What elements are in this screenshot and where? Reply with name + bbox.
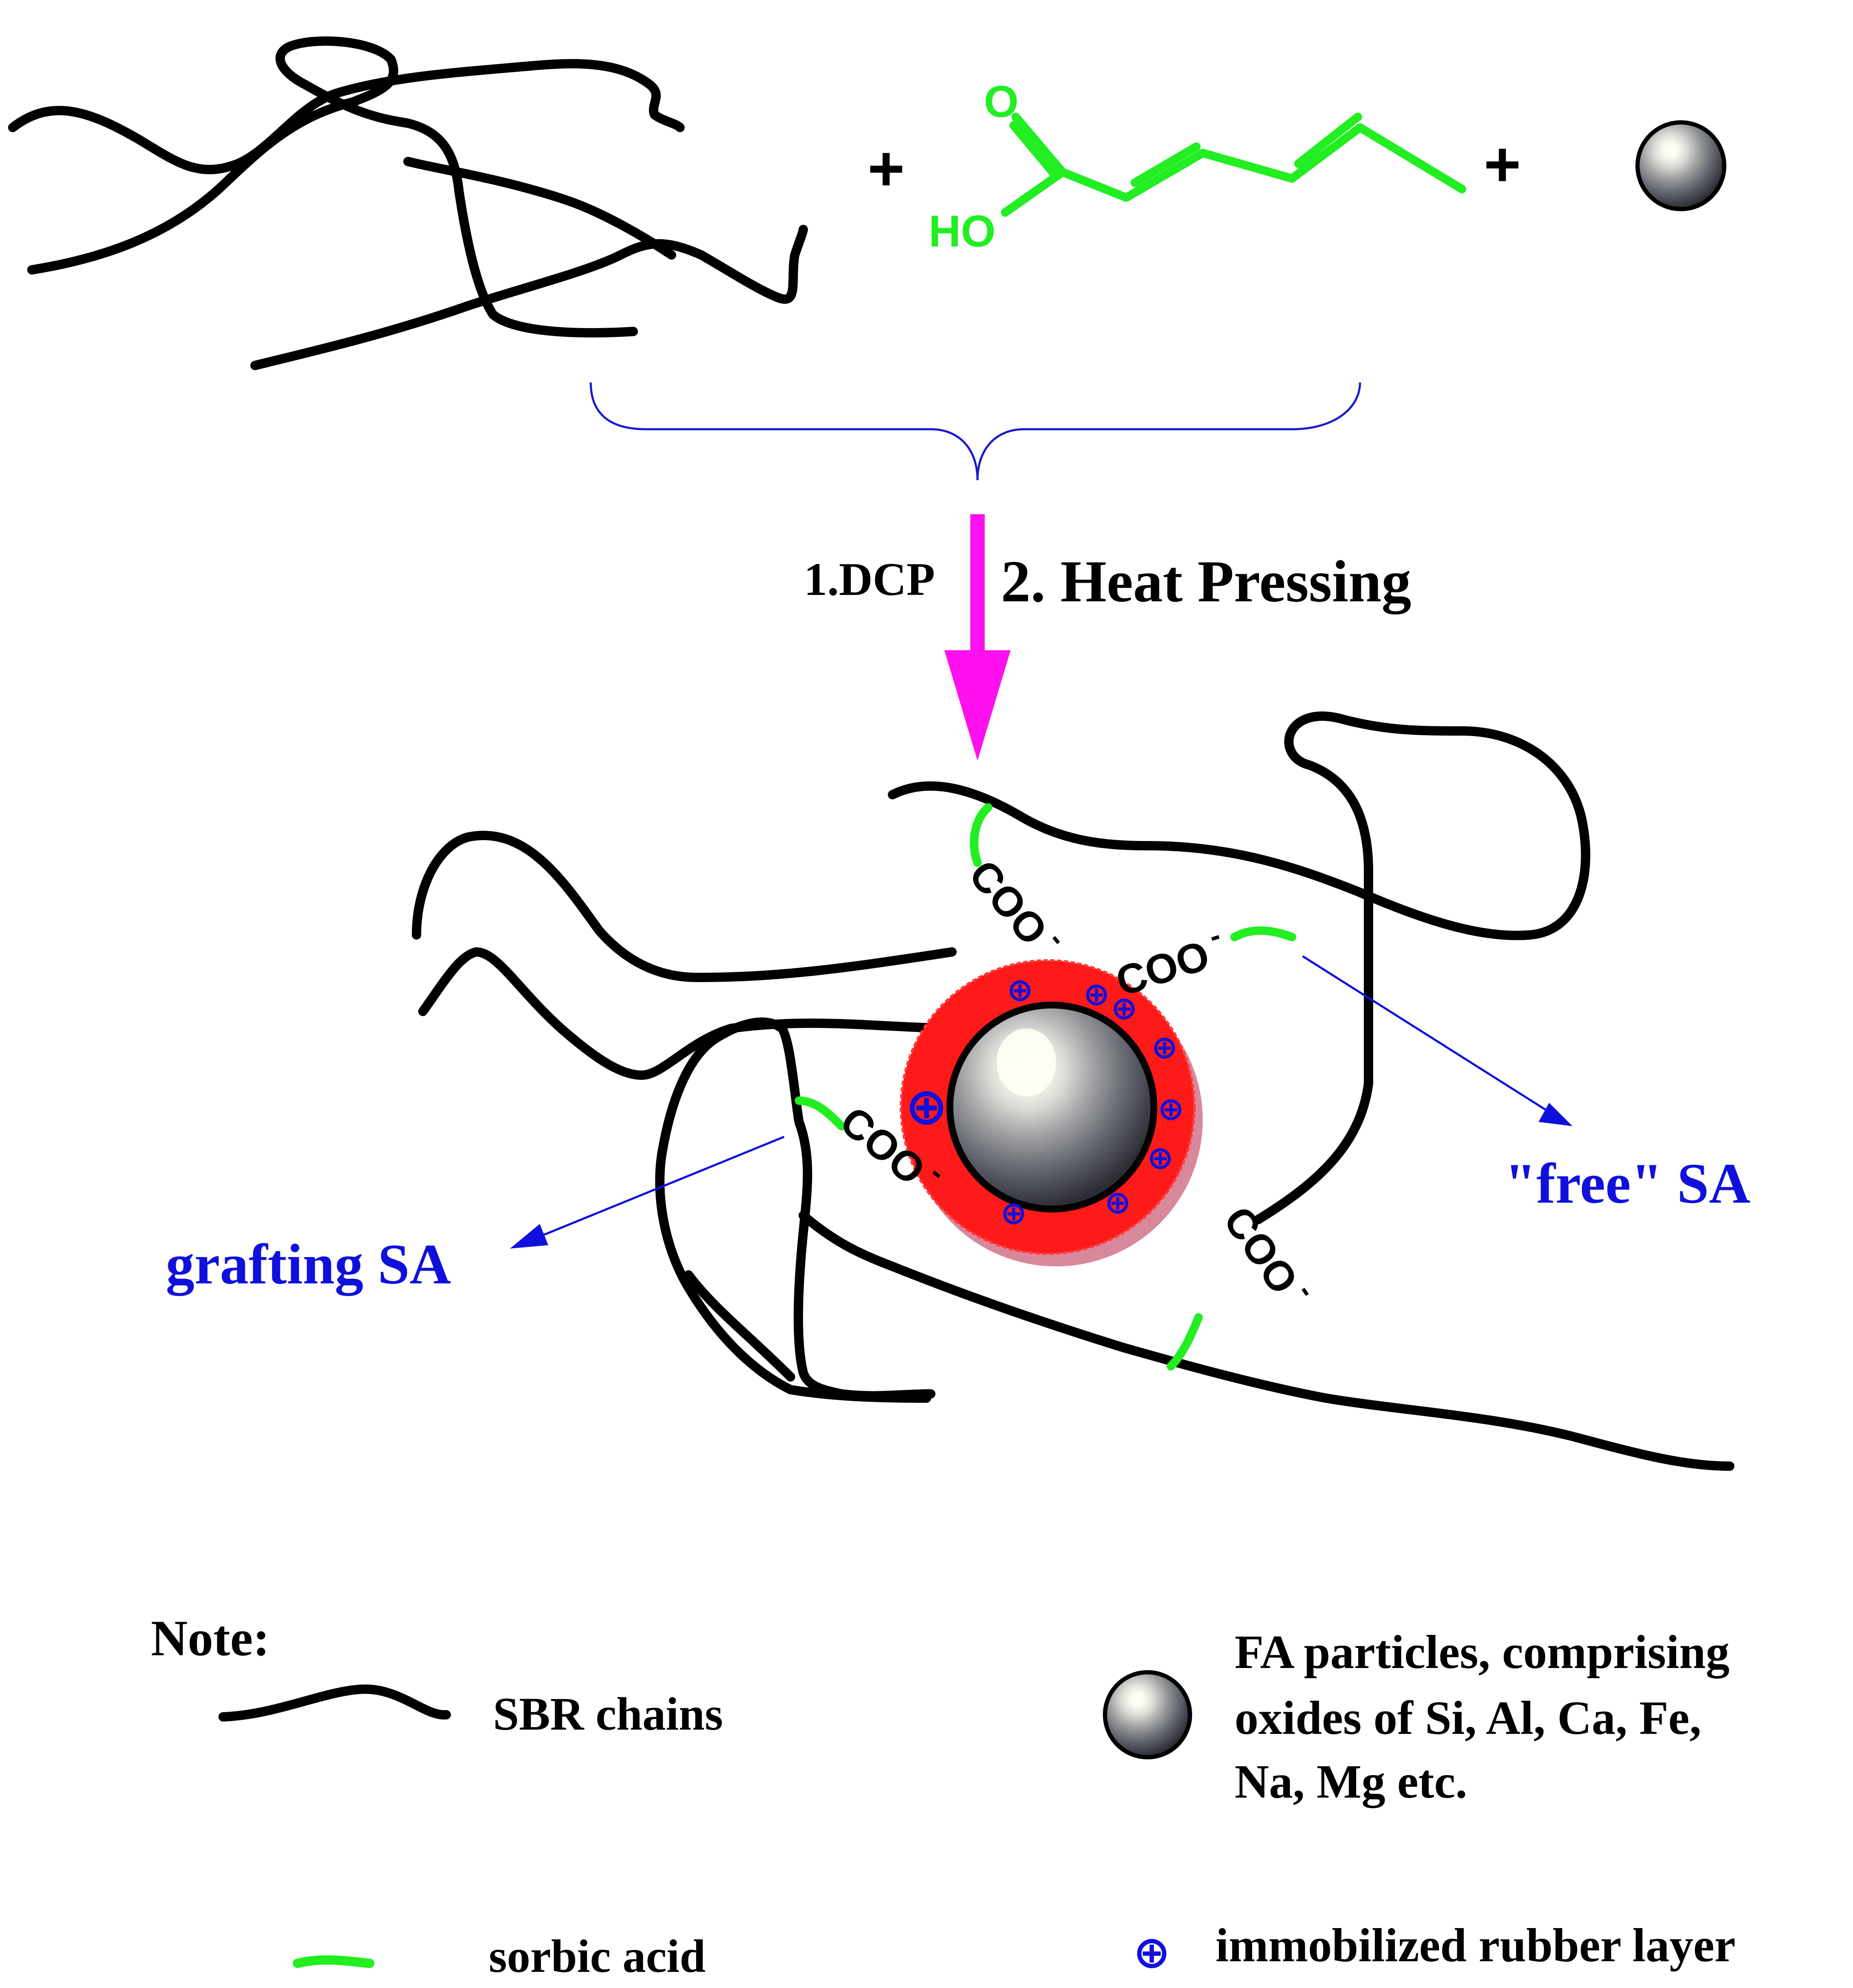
process-arrow [944, 514, 1011, 761]
sorbic-acid-label: sorbic acid [489, 1930, 706, 1982]
sbr-chains-label: SBR chains [493, 1688, 723, 1740]
fa-label-line-3: Na, Mg etc. [1235, 1756, 1467, 1808]
double-bond-2 [1294, 113, 1362, 168]
sbr-chain [655, 1017, 935, 1401]
plus-symbol: ⊕ [1111, 990, 1138, 1026]
plus-symbol: ⊕ [1147, 1140, 1174, 1175]
plus-symbol: ⊕ [1158, 1091, 1184, 1127]
immobilized-rubber-layer-label: immobilized rubber layer [1216, 1919, 1736, 1972]
sbr-chain [799, 1211, 1734, 1471]
sorbic-acid-skeleton [1012, 113, 1466, 202]
sorbic-link [795, 1096, 846, 1130]
coo-label: COO [1110, 931, 1215, 1005]
plus-symbol-large: ⊕ [905, 1078, 948, 1135]
free-sa-label: "free" SA [1504, 1152, 1751, 1215]
oxygen-atom-label: O [984, 77, 1019, 127]
plus-symbol: ⊕ [1007, 972, 1034, 1008]
plus-symbol: ⊕ [1151, 1029, 1178, 1065]
sorbic-acid-links [795, 803, 1296, 1371]
plus-symbol: ⊕ [1000, 1195, 1027, 1231]
fa-particle-legend-icon [1103, 1670, 1192, 1759]
step-label-dcp: 1.DCP [804, 553, 935, 605]
fa-particle [946, 1002, 1157, 1212]
sorbic-link [1230, 926, 1296, 941]
double-bond-1 [1130, 142, 1201, 187]
sbr-chain [412, 830, 957, 982]
step-label-heat-pressing: 2. Heat Pressing [1001, 549, 1411, 615]
fa-label-line-1: FA particles, comprising [1235, 1626, 1729, 1679]
coo-label: COO [960, 851, 1057, 954]
sbr-chain [250, 225, 808, 370]
sbr-chain [418, 947, 952, 1080]
product-sbr-network [412, 711, 1734, 1471]
plus-symbol: ⊕ [1105, 1184, 1131, 1220]
layer-plus-symbols: ⊕ ⊕ ⊕ ⊕ ⊕ ⊕ ⊕ ⊕ ⊕ [905, 972, 1184, 1231]
sorbic-acid-legend-icon [293, 1955, 374, 1968]
sbr-chain-legend-icon [218, 1684, 451, 1722]
grouping-brace [589, 382, 1361, 481]
plus-sign: + [867, 133, 905, 204]
layer-plus-legend-icon: ⊕ [1133, 1928, 1170, 1977]
grafting-sa-label: grafting SA [166, 1233, 451, 1296]
sorbic-acid-molecule: O HO [929, 77, 1466, 256]
fa-particle-with-rubber-layer [900, 959, 1203, 1266]
free-sa-arrow [1302, 955, 1569, 1125]
coo-label: COO [1215, 1198, 1307, 1303]
sbr-chain [684, 1270, 795, 1382]
grafting-sa-arrow [518, 1136, 785, 1246]
hydroxyl-bond [1001, 168, 1067, 217]
sbr-chain [27, 36, 638, 338]
sbr-chain [888, 711, 1590, 1224]
sorbic-link [1167, 1313, 1203, 1371]
fa-label-line-2: oxides of Si, Al, Ca, Fe, [1235, 1692, 1701, 1744]
particle-highlight [997, 1028, 1056, 1096]
sorbic-link [970, 803, 992, 867]
plus-symbol: ⊕ [1083, 976, 1110, 1012]
sbr-chain [786, 1385, 931, 1403]
fa-particle-icon [1635, 120, 1726, 211]
grafting-sa-arrowhead [510, 1224, 548, 1249]
free-sa-arrowhead [1538, 1103, 1572, 1126]
hydroxyl-label: HO [929, 207, 996, 256]
plus-sign: + [1484, 128, 1521, 200]
coo-minus: - [1205, 918, 1224, 953]
note-title: Note: [151, 1610, 270, 1666]
sbr-chain [8, 59, 685, 174]
carbonyl-bond [1009, 121, 1060, 181]
sbr-chains-tangle [8, 36, 808, 370]
sbr-chain [403, 157, 676, 260]
